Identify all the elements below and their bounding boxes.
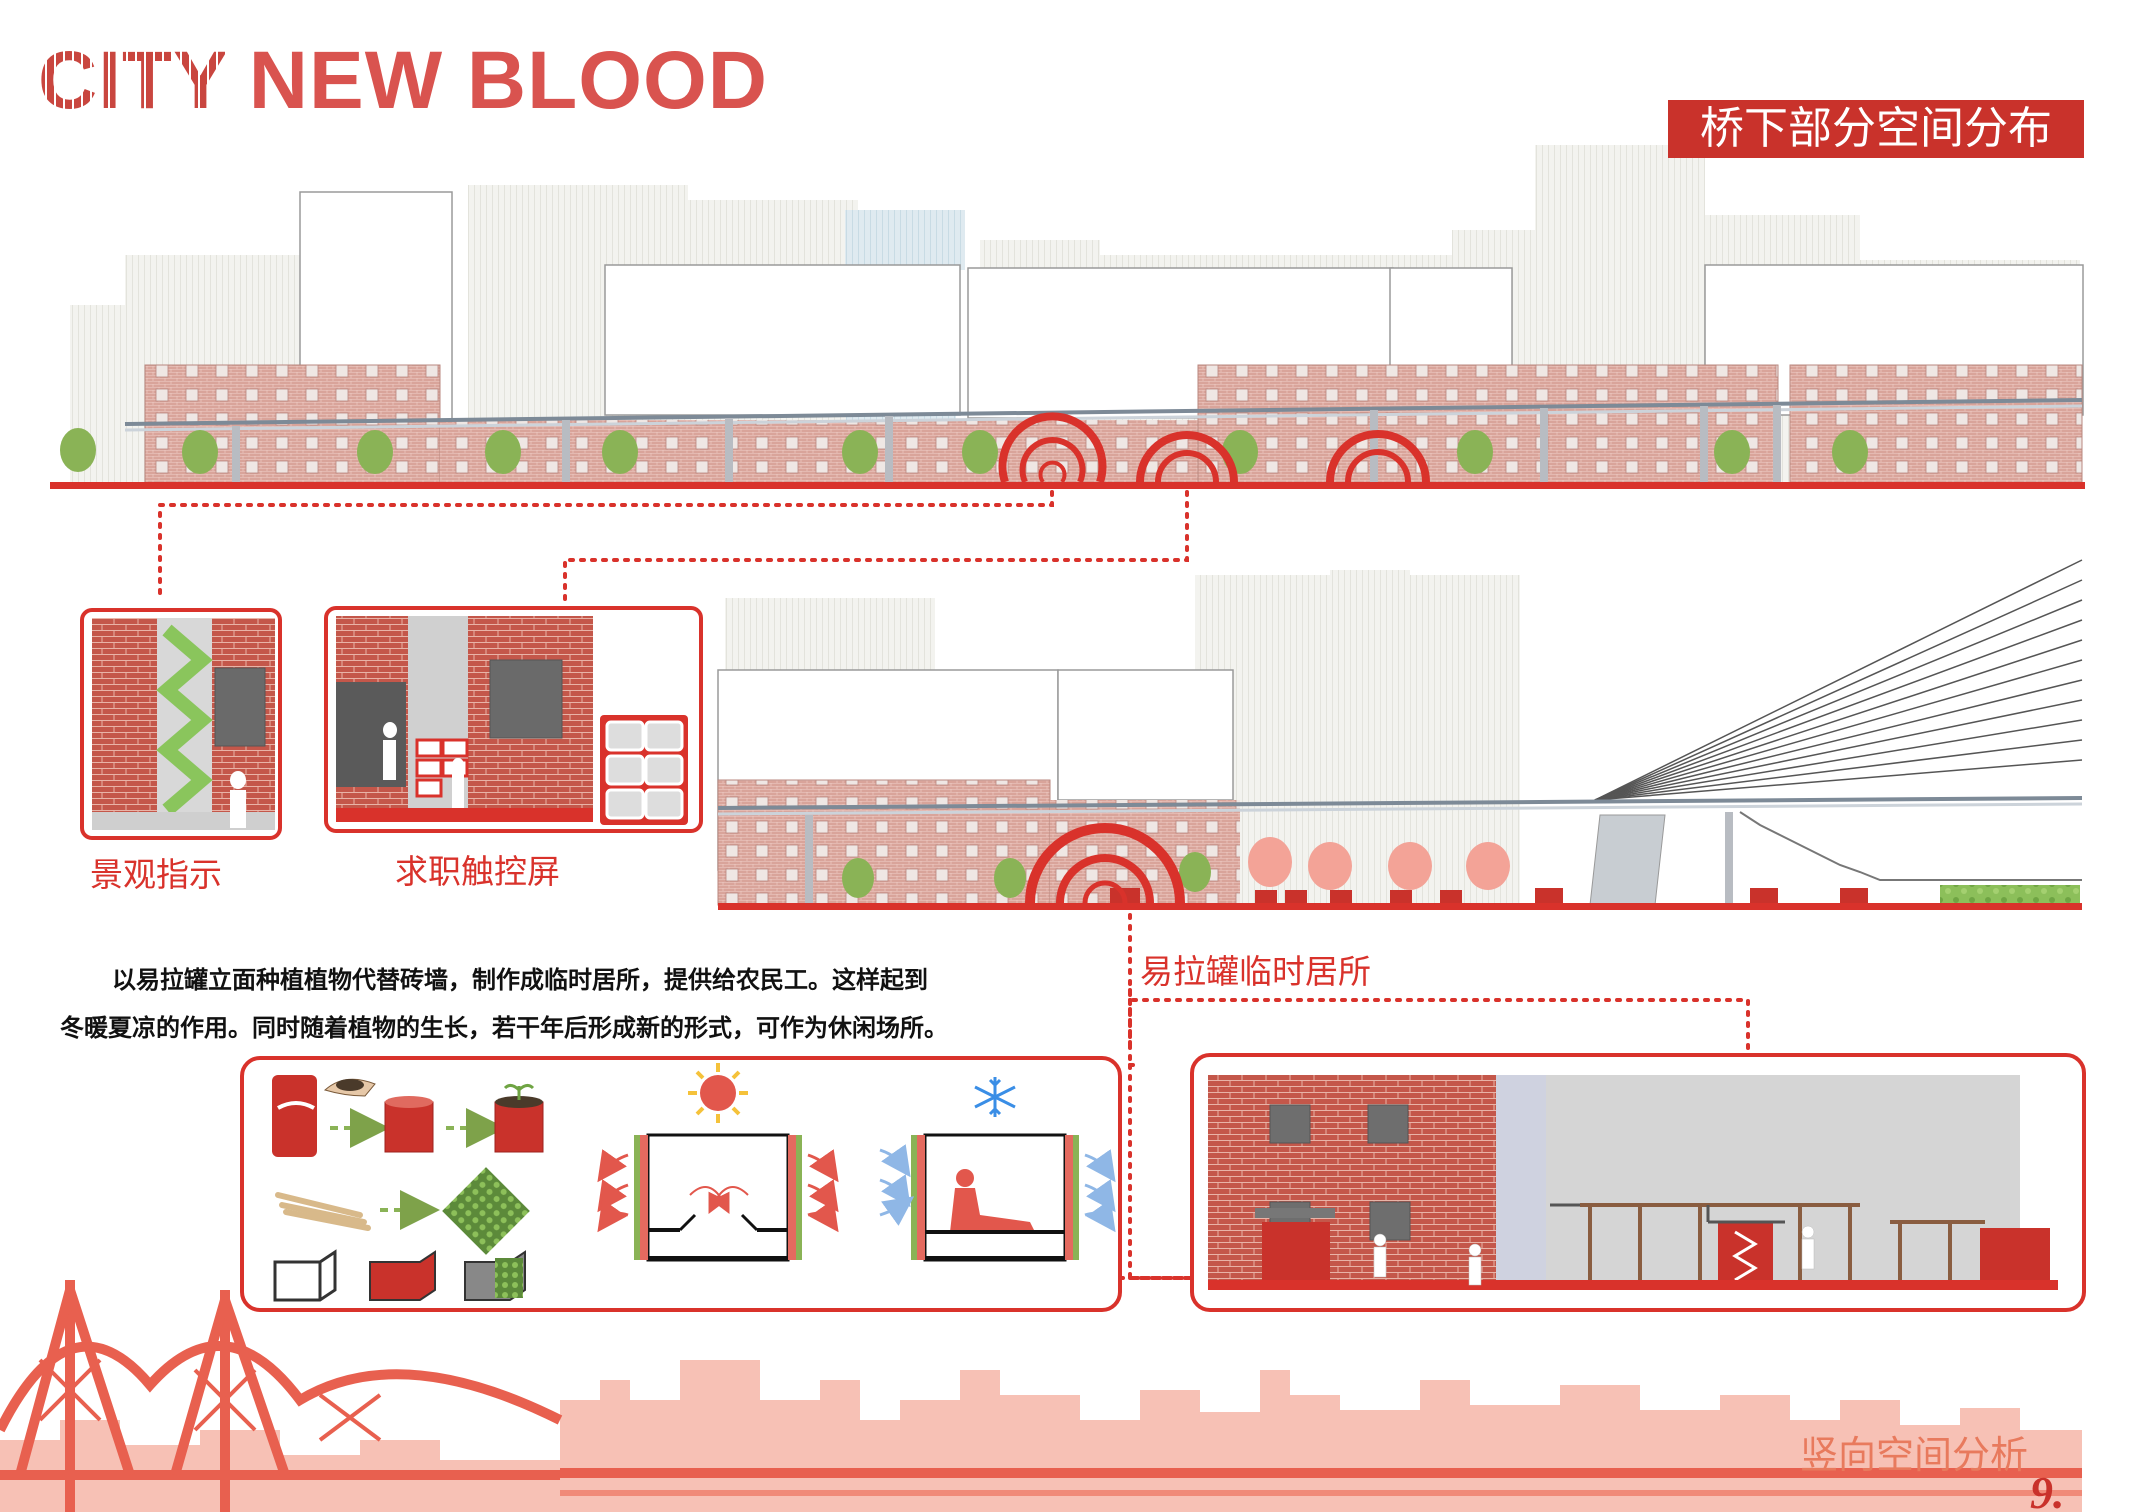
caption-landscape-sign: 景观指示 <box>90 855 222 894</box>
frame-empty-icon <box>273 1249 337 1302</box>
sun-icon <box>688 1063 748 1123</box>
winter-shelter-section <box>879 1133 1116 1262</box>
caption-job-touchscreen: 求职触控屏 <box>395 852 560 891</box>
brand-word-city: CITY <box>38 35 229 126</box>
job-touchscreen-detail <box>324 606 703 833</box>
cable-bridge-elevation <box>717 559 2083 910</box>
page-number: 9. <box>2030 1467 2065 1512</box>
frame-green-icon <box>464 1250 526 1301</box>
summer-shelter-section <box>597 1133 839 1262</box>
description-line-1: 以易拉罐立面种植植物代替砖墙，制作成临时居所，提供给农民工。这样起到 <box>112 966 928 994</box>
landscape-sign-detail <box>80 608 282 840</box>
description-text: 以易拉罐立面种植植物代替砖墙，制作成临时居所，提供给农民工。这样起到 冬暖夏凉的… <box>60 956 1110 1052</box>
connector-lines-top <box>158 490 1189 602</box>
sprout-can-icon <box>494 1101 544 1153</box>
green-can-lattice-icon <box>442 1167 530 1255</box>
section-title: 桥下部分空间分布 <box>1668 100 2084 158</box>
description-line-2: 冬暖夏凉的作用。同时随着植物的生长，若干年后形成新的形式，可作为休闲场所。 <box>60 1014 948 1042</box>
process-diagram <box>240 1056 1122 1312</box>
brand-word-new-blood: NEW BLOOD <box>248 35 768 126</box>
caption-can-shelter: 易拉罐临时居所 <box>1140 952 1371 991</box>
skyline-footer <box>0 1280 2082 1512</box>
can-shelter-detail <box>1190 1053 2086 1312</box>
reclining-person-icon <box>950 1169 1035 1232</box>
bamboo-sticks-icon <box>275 1192 371 1231</box>
snowflake-icon <box>974 1077 1016 1117</box>
footer-title: 竖向空间分析 <box>1800 1433 2029 1477</box>
can-pot-icon <box>384 1101 434 1153</box>
frame-red-icon <box>369 1250 436 1301</box>
top-elevation-drawing <box>50 145 2085 489</box>
cola-can-icon <box>272 1075 317 1157</box>
